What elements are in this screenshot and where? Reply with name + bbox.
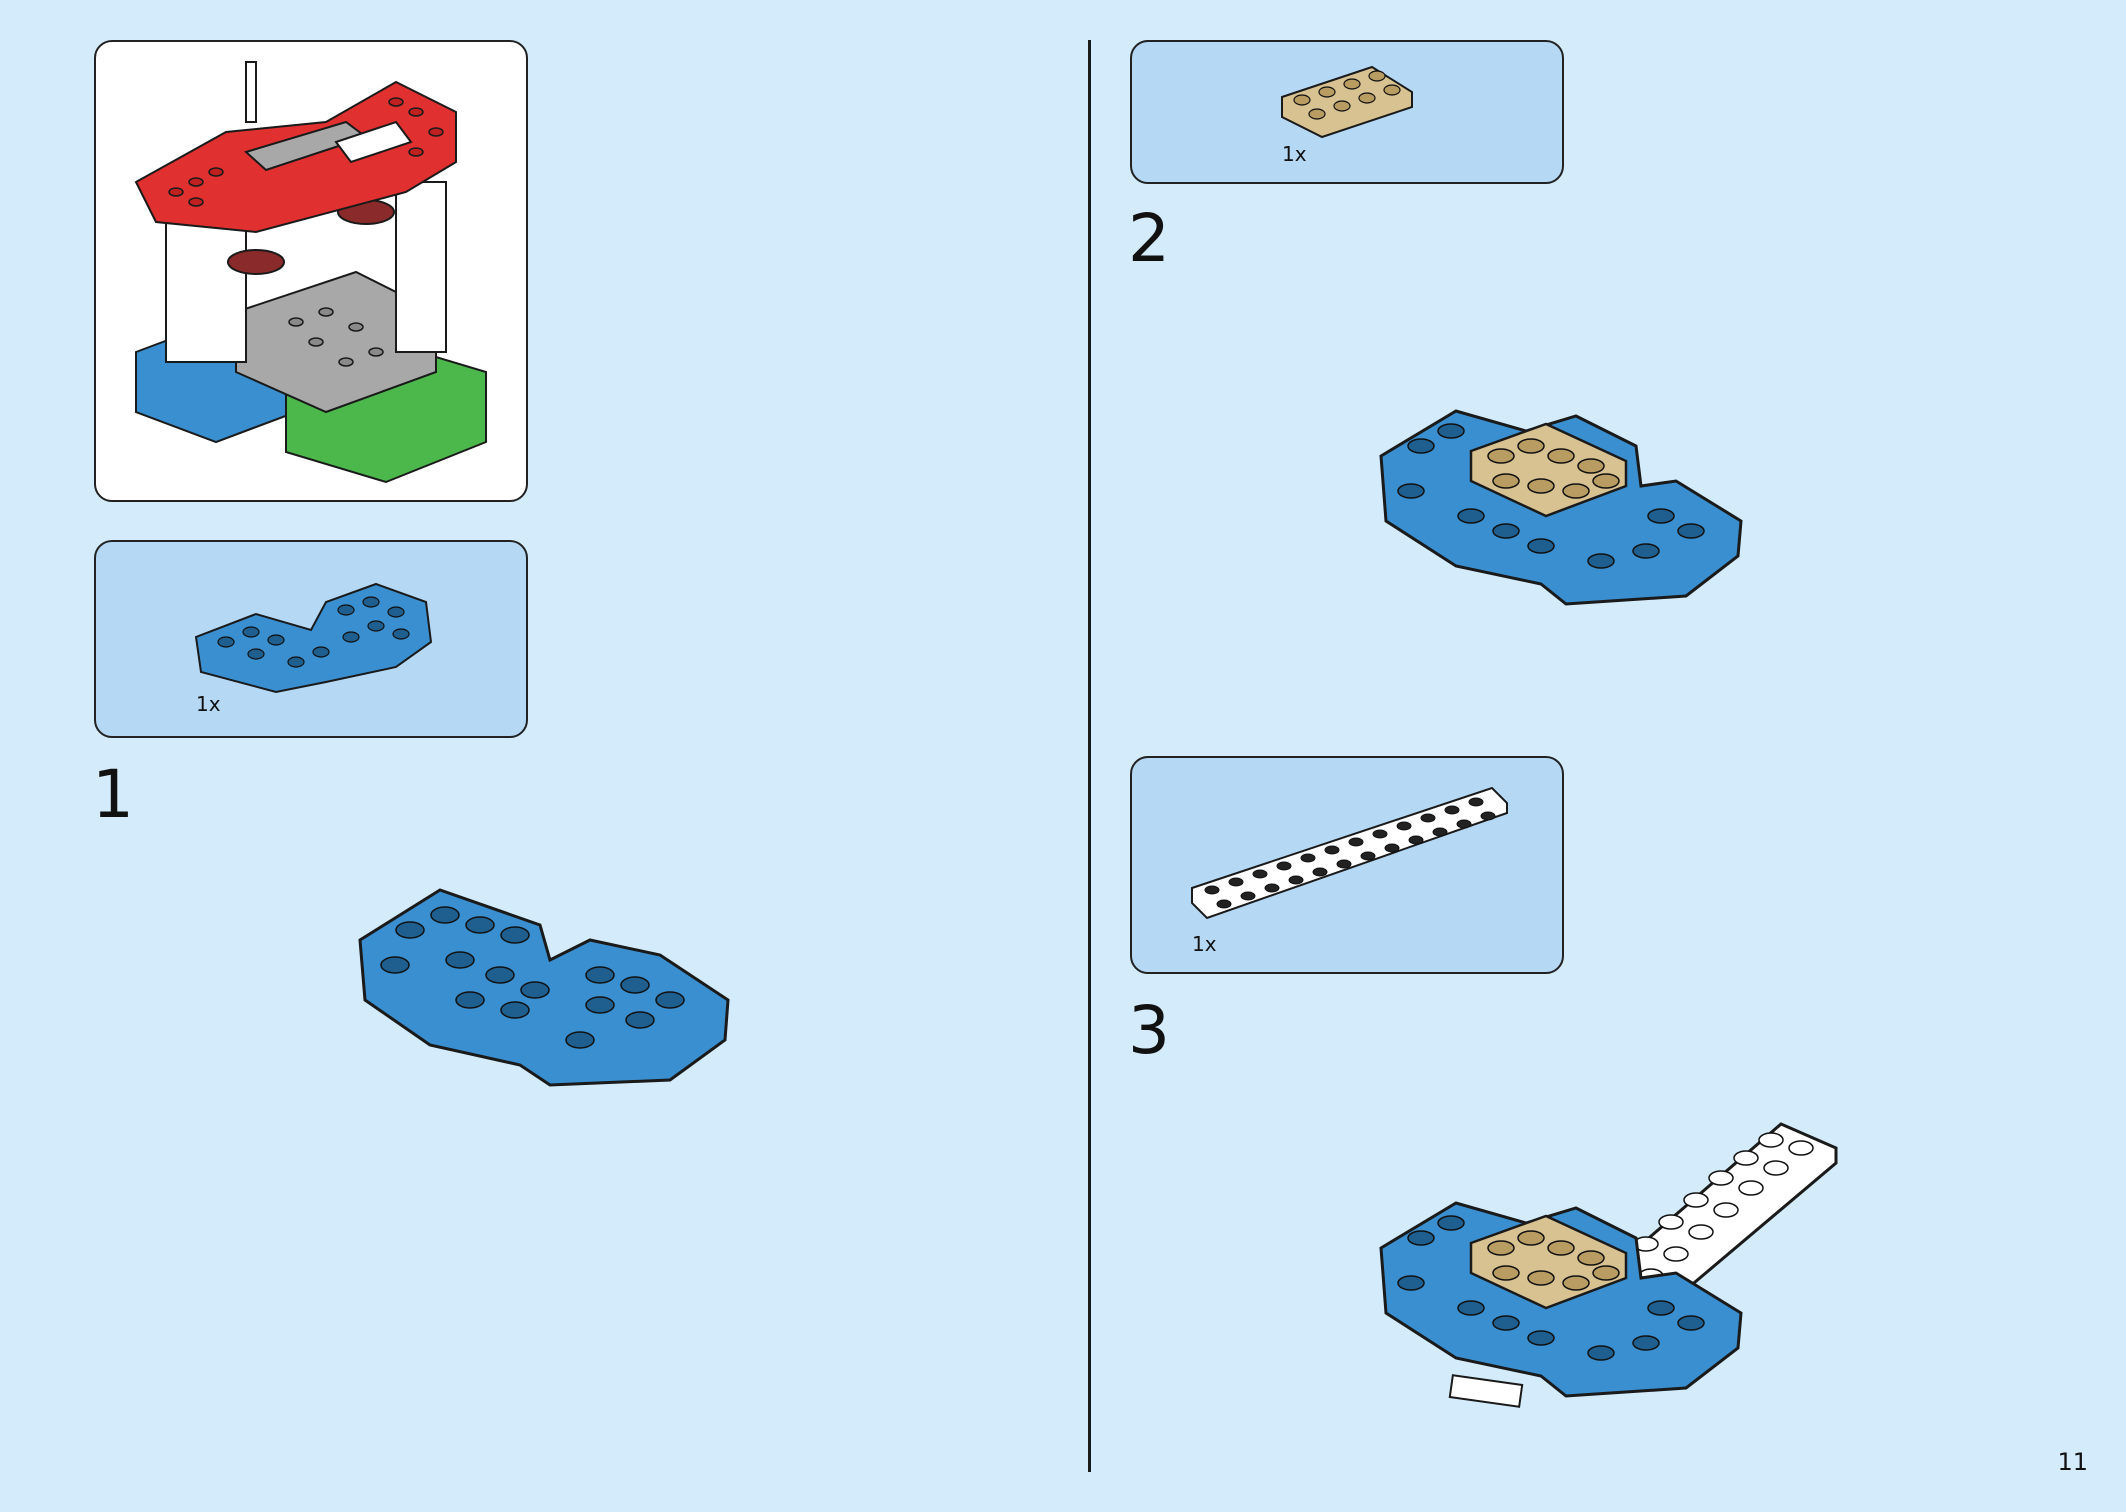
step-2-assembly-icon [1379,409,1743,606]
step-1-number: 1 [92,756,134,833]
page-divider [1088,40,1091,1472]
finished-model-panel [94,40,528,502]
step-2-parts-panel: 1x [1130,40,1564,184]
finished-model-preview-icon [134,61,487,484]
step-3-parts-panel: 1x [1130,756,1564,974]
step-3-part-qty: 1x [1192,932,1217,956]
step-1-assembly-icon [358,888,730,1087]
step-3-assembly-icon [1379,1122,1838,1408]
step-1-part-qty: 1x [196,692,221,716]
white-plate-2x12-icon [1191,786,1508,920]
step-3-number: 3 [1128,992,1170,1069]
step-2-part-qty: 1x [1282,142,1307,166]
page-number: 11 [2057,1448,2088,1476]
step-2-number: 2 [1128,200,1170,277]
blue-curved-plate-icon [194,582,433,694]
tan-plate-2x4-icon [1281,65,1413,139]
step-1-parts-panel: 1x [94,540,528,738]
